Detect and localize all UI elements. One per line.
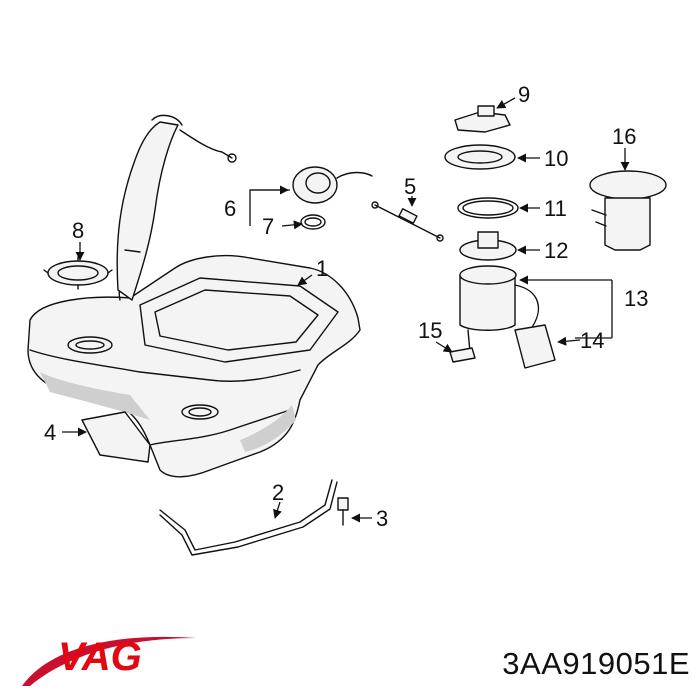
callout-8: 8 bbox=[72, 218, 84, 243]
flange-part bbox=[444, 144, 516, 170]
pump-top-part bbox=[459, 231, 517, 261]
pump-module-part bbox=[589, 170, 667, 251]
pump-body-part bbox=[459, 265, 540, 353]
callout-13: 13 bbox=[624, 286, 648, 311]
callout-12: 12 bbox=[544, 238, 568, 263]
callout-15: 15 bbox=[418, 318, 442, 343]
callout-11: 11 bbox=[544, 196, 567, 221]
leader-lines bbox=[62, 97, 630, 523]
callout-4: 4 bbox=[44, 420, 56, 445]
logo-swoosh bbox=[22, 636, 196, 686]
seal-part bbox=[457, 197, 519, 219]
callout-2: 2 bbox=[272, 480, 284, 505]
locking-ring-part bbox=[43, 256, 113, 290]
part-number: 3AA919051E bbox=[502, 646, 690, 681]
logo-text: VAG bbox=[58, 635, 142, 679]
heat-shield-part bbox=[81, 411, 151, 463]
callout-10: 10 bbox=[544, 146, 568, 171]
filler-neck-part bbox=[116, 114, 237, 301]
callout-14: 14 bbox=[580, 328, 604, 353]
fuel-cap-part bbox=[292, 166, 373, 204]
bolt-part bbox=[337, 497, 349, 526]
callout-16: 16 bbox=[612, 124, 636, 149]
callout-3: 3 bbox=[376, 506, 388, 531]
strap-part bbox=[159, 479, 338, 556]
callout-labels: 1 2 3 4 5 6 7 8 9 10 11 12 13 14 15 16 bbox=[44, 82, 648, 531]
connector-part bbox=[454, 105, 511, 133]
sensor-part bbox=[449, 347, 476, 363]
callout-1: 1 bbox=[316, 256, 328, 281]
callout-9: 9 bbox=[518, 82, 530, 107]
o-ring-part bbox=[300, 214, 326, 230]
callout-5: 5 bbox=[404, 174, 416, 199]
fuel-tank-part bbox=[27, 254, 361, 478]
vag-logo: VAG bbox=[22, 635, 196, 686]
sender-rod-part bbox=[371, 201, 444, 242]
callout-6: 6 bbox=[224, 196, 236, 221]
callout-7: 7 bbox=[262, 214, 274, 239]
bracket-part bbox=[514, 324, 556, 369]
